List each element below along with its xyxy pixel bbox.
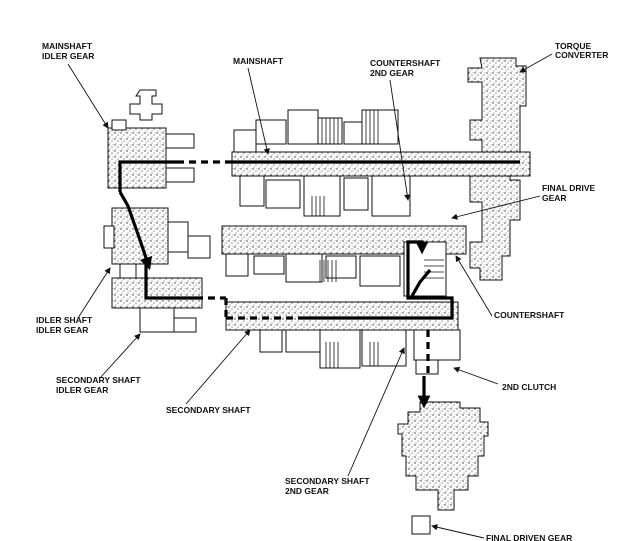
mainshaft-body — [231, 151, 531, 177]
label-mainshaft-idler-gear: MAINSHAFT IDLER GEAR — [42, 41, 109, 129]
label-final-driven-gear: FINAL DRIVEN GEAR — [431, 524, 572, 541]
label-text: IDLER SHAFT — [36, 315, 93, 325]
label-text: GEAR — [542, 193, 567, 203]
label-text: 2ND GEAR — [370, 68, 414, 78]
secondary-shaft-body — [225, 301, 459, 331]
label-secondary-shaft-idler-gear: SECONDARY SHAFT IDLER GEAR — [56, 333, 141, 395]
label-final-drive-gear: FINAL DRIVE GEAR — [451, 183, 596, 220]
label-text: IDLER GEAR — [56, 385, 108, 395]
final-driven-gear — [397, 401, 489, 511]
label-text: MAINSHAFT — [233, 56, 284, 66]
label-mainshaft: MAINSHAFT — [233, 56, 284, 155]
label-countershaft-2nd-gear: COUNTERSHAFT 2ND GEAR — [370, 58, 441, 201]
label-text: IDLER GEAR — [42, 51, 94, 61]
label-text: TORQUE — [555, 41, 592, 51]
label-2nd-clutch: 2ND CLUTCH — [453, 366, 556, 392]
label-text: MAINSHAFT — [42, 41, 93, 51]
idler-gear-assembly — [103, 89, 211, 333]
label-text: SECONDARY SHAFT — [56, 375, 141, 385]
label-text: COUNTERSHAFT — [370, 58, 441, 68]
label-text: 2ND GEAR — [285, 486, 329, 496]
label-countershaft: COUNTERSHAFT — [455, 255, 565, 320]
label-secondary-shaft: SECONDARY SHAFT — [166, 329, 251, 415]
label-secondary-shaft-2nd-gear: SECONDARY SHAFT 2ND GEAR — [285, 347, 405, 496]
secondary-shaft-gear-cluster — [259, 329, 461, 375]
countershaft-gear-cluster — [225, 241, 447, 297]
label-text: FINAL DRIVE — [542, 183, 596, 193]
countershaft-body — [221, 225, 467, 255]
label-text: 2ND CLUTCH — [502, 382, 556, 392]
label-text: SECONDARY SHAFT — [166, 405, 251, 415]
label-text: FINAL DRIVEN GEAR — [486, 533, 572, 541]
label-text: CONVERTER — [555, 50, 608, 60]
power-flow-path — [118, 160, 520, 409]
final-driven-gear-hub — [411, 515, 431, 535]
label-torque-converter: TORQUE CONVERTER — [519, 41, 608, 73]
label-text: SECONDARY SHAFT — [285, 476, 370, 486]
label-idler-shaft-idler-gear: IDLER SHAFT IDLER GEAR — [36, 267, 111, 335]
label-text: IDLER GEAR — [36, 325, 88, 335]
label-text: COUNTERSHAFT — [494, 310, 565, 320]
